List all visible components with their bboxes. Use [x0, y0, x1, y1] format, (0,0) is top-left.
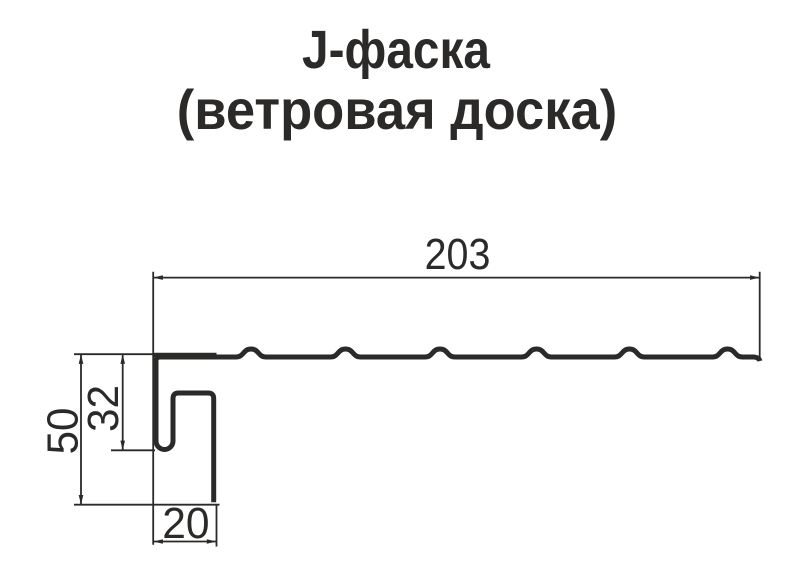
svg-text:32: 32	[80, 385, 129, 432]
svg-text:50: 50	[39, 408, 88, 455]
svg-text:203: 203	[425, 229, 491, 278]
svg-text:20: 20	[162, 500, 209, 548]
